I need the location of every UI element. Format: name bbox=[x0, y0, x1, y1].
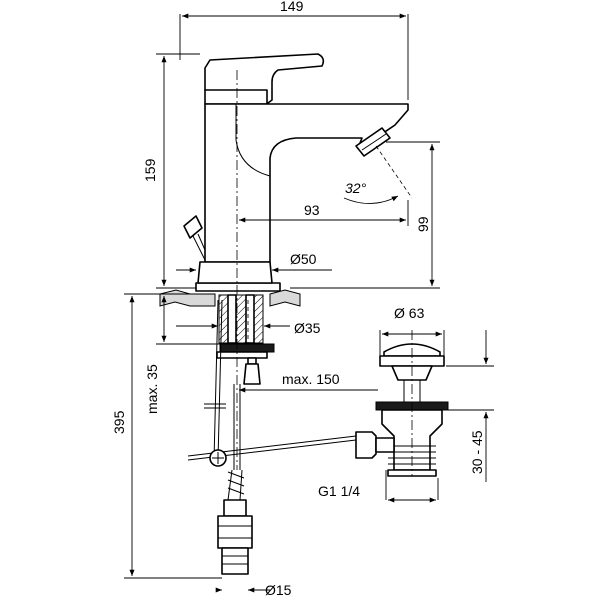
base-ring bbox=[197, 261, 273, 284]
faucet-body bbox=[204, 103, 409, 263]
threaded-shank bbox=[218, 294, 264, 344]
fixing-assembly bbox=[204, 294, 275, 470]
label-total-width: 149 bbox=[280, 0, 304, 14]
center-lines bbox=[236, 70, 413, 476]
label-height: 159 bbox=[142, 158, 158, 182]
label-hose-diameter: Ø15 bbox=[265, 582, 292, 598]
collar bbox=[204, 89, 268, 105]
waste-side-fitting bbox=[355, 431, 377, 459]
popup-rod-top bbox=[183, 215, 203, 239]
flex-hose bbox=[217, 469, 253, 575]
label-spout-reach: 93 bbox=[304, 202, 320, 218]
dimension-labels: 149 159 99 93 32° Ø50 Ø35 max. 35 395 ma… bbox=[111, 0, 485, 598]
label-max-pullrod: max. 150 bbox=[282, 371, 340, 387]
aerator bbox=[355, 127, 391, 157]
hose-thread bbox=[221, 547, 249, 575]
label-spout-angle: 32° bbox=[345, 180, 367, 196]
fixing-nut bbox=[219, 343, 275, 353]
label-total-depth: 395 bbox=[111, 410, 127, 434]
base-plate bbox=[195, 282, 281, 292]
label-waste-diameter: Ø 63 bbox=[394, 305, 425, 321]
dimension-lines bbox=[124, 13, 494, 593]
label-base-diameter: Ø50 bbox=[290, 251, 317, 267]
label-waste-range: 30 - 45 bbox=[469, 430, 485, 474]
spout-inner-curve bbox=[235, 104, 271, 177]
label-shank-diameter: Ø35 bbox=[294, 320, 321, 336]
hose-hex bbox=[217, 515, 253, 549]
hose-nut-top bbox=[243, 363, 261, 385]
waste-assembly bbox=[355, 343, 449, 477]
label-max-thickness: max. 35 bbox=[144, 364, 160, 414]
hose-ferrule bbox=[223, 499, 247, 517]
label-waste-thread: G1 1/4 bbox=[318, 483, 360, 499]
label-spout-height: 99 bbox=[415, 216, 431, 232]
countertop-right bbox=[269, 289, 301, 307]
popup-linkage bbox=[187, 435, 357, 467]
countertop-left bbox=[159, 289, 216, 307]
